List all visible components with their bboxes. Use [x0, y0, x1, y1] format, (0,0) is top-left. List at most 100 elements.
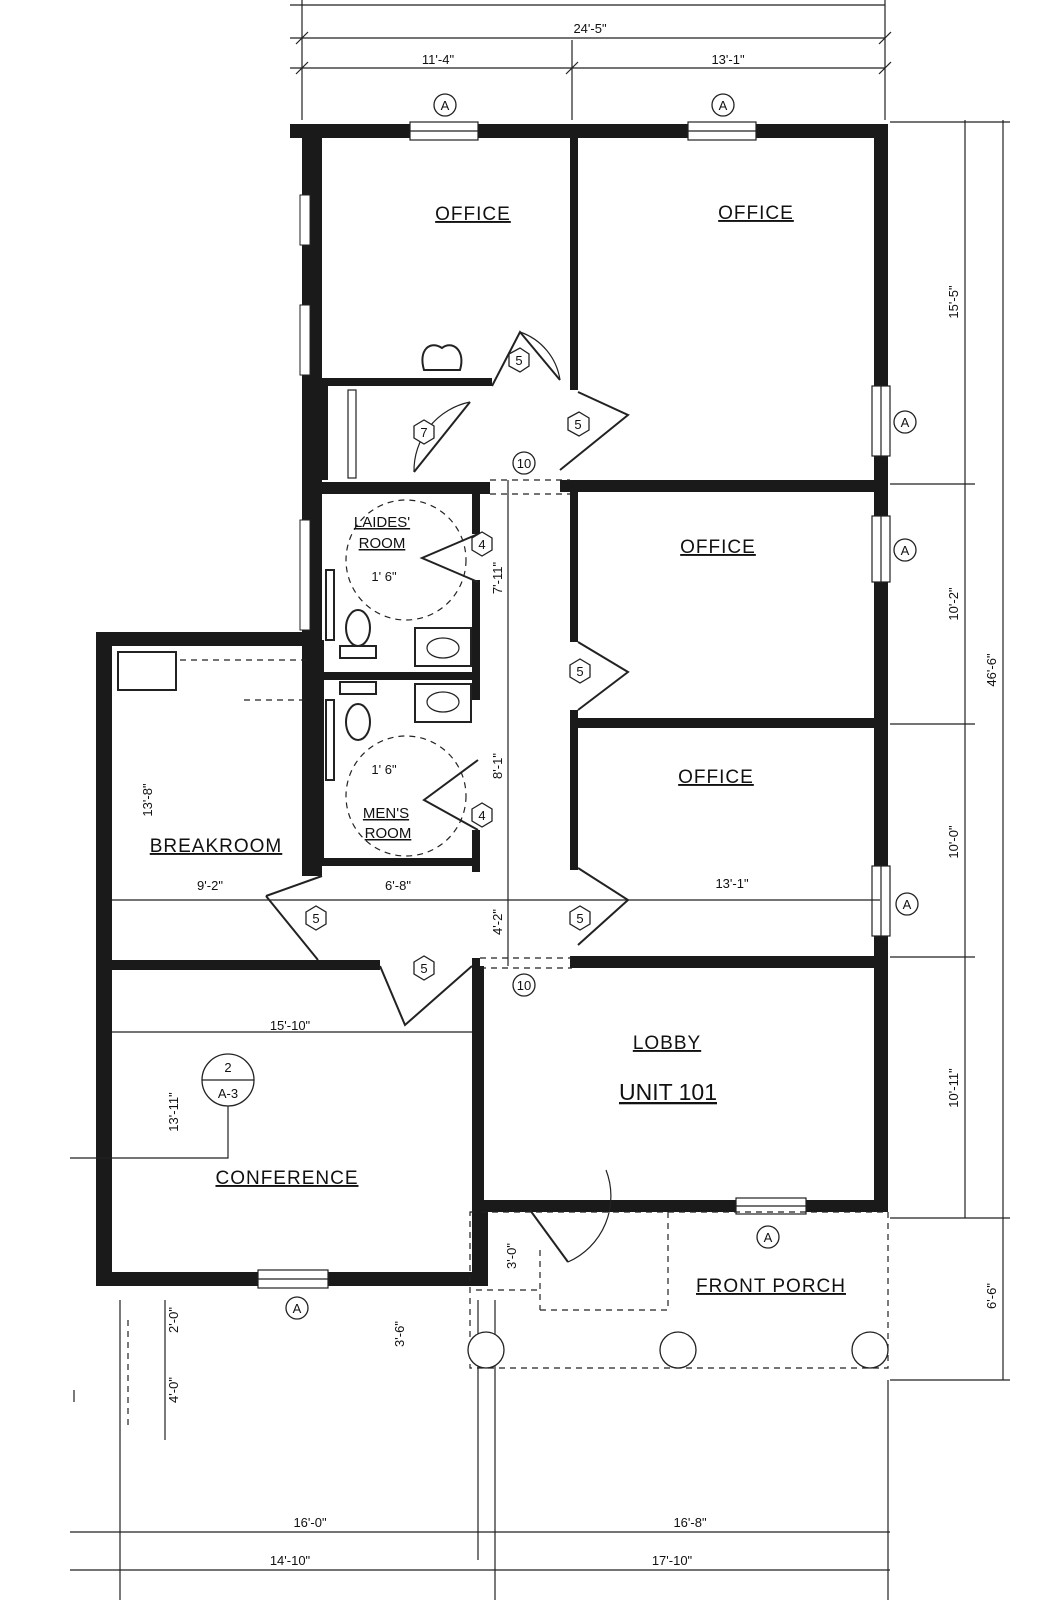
dim-breakroom-h: 13'-8"	[140, 783, 155, 817]
svg-text:7: 7	[420, 425, 427, 440]
toilet-tank-icon	[339, 681, 377, 695]
svg-text:A: A	[764, 1230, 773, 1245]
turning-circle	[345, 735, 467, 857]
svg-text:A: A	[293, 1301, 302, 1316]
dim-porch-door: 3'-0"	[504, 1243, 519, 1269]
section-number: 2	[224, 1060, 231, 1075]
toilet-icon	[345, 703, 371, 741]
window-tags: A A A A A A A	[285, 93, 919, 1320]
dim-right-4: 10'-11"	[946, 1068, 961, 1108]
door-tag-icon: 5	[508, 347, 530, 373]
dim-hall-1: 7'-11"	[490, 562, 505, 595]
dim-right-1: 15'-5"	[946, 285, 961, 319]
window-tag-icon: A	[433, 93, 457, 117]
dim-bottom-right-1: 16'-8"	[673, 1515, 707, 1530]
dim-top-overall: 24'-5"	[573, 21, 607, 36]
dim-right-5: 6'-6"	[984, 1283, 999, 1309]
dim-hall-3: 4'-2"	[490, 909, 505, 935]
right-dimensions: 15'-5" 10'-2" 10'-0" 10'-11" 46'-6" 6'-6…	[890, 120, 1010, 1381]
svg-text:A: A	[719, 98, 728, 113]
window-tag-icon: A	[756, 1225, 780, 1249]
sink-icon	[414, 627, 472, 667]
dim-breakroom-w: 9'-2"	[197, 878, 223, 893]
room-label-office-1: OFFICE	[435, 204, 511, 225]
dim-right-overall: 46'-6"	[984, 653, 999, 687]
svg-text:A: A	[901, 415, 910, 430]
porch-column-icon	[851, 1331, 889, 1369]
door-tag-icon: 5	[413, 955, 435, 981]
restroom-fixtures	[117, 344, 472, 857]
svg-text:5: 5	[312, 911, 319, 926]
svg-text:5: 5	[515, 353, 522, 368]
room-label-breakroom: BREAKROOM	[150, 836, 283, 857]
window-tag-icon: A	[893, 538, 917, 562]
room-label-office-4: OFFICE	[678, 767, 754, 788]
dim-hall-2: 8'-1"	[490, 753, 505, 779]
dim-porch-depth: 3'-6"	[392, 1321, 407, 1347]
dim-conference-h: 13'-11"	[166, 1092, 181, 1132]
room-label-office-3: OFFICE	[680, 537, 756, 558]
room-label-ladies-2: ROOM	[359, 535, 406, 552]
svg-text:10: 10	[517, 456, 531, 471]
interior-dimensions: 1' 6" 1' 6" 7'-11" 8'-1" 4'-2" 13'-8" 9'…	[112, 562, 880, 1347]
window-tag-icon: A	[711, 93, 735, 117]
room-label-mens-2: ROOM	[365, 825, 412, 842]
door-tag-icon: 7	[413, 419, 435, 445]
dim-bottom-left-2: 14'-10"	[270, 1553, 311, 1568]
dim-mens-clear: 1' 6"	[371, 762, 397, 777]
dim-left-4: 4'-0"	[166, 1377, 181, 1403]
svg-text:5: 5	[576, 664, 583, 679]
svg-text:5: 5	[420, 961, 427, 976]
porch-column-icon	[467, 1331, 505, 1369]
porch-column-icon	[659, 1331, 697, 1369]
turning-circle	[345, 499, 467, 621]
dim-conference-w: 15'-10"	[270, 1018, 311, 1033]
room-label-lobby: LOBBY	[633, 1033, 701, 1054]
grab-bar-icon	[325, 569, 335, 641]
section-callout: 2 A-3	[70, 1053, 255, 1159]
room-label-mens-1: MEN'S	[363, 805, 409, 822]
exterior-walls	[96, 124, 888, 1286]
room-label-office-2: OFFICE	[718, 203, 794, 224]
dim-bottom-left-1: 16'-0"	[293, 1515, 327, 1530]
door-tag-icon: 5	[569, 658, 591, 684]
room-labels: OFFICE OFFICE OFFICE OFFICE LAIDES' ROOM…	[150, 203, 846, 1297]
door-tag-icon: 5	[305, 905, 327, 931]
dim-right-3: 10'-0"	[946, 825, 961, 859]
room-label-ladies-1: LAIDES'	[354, 514, 410, 531]
toilet-icon	[345, 609, 371, 647]
svg-text:10: 10	[517, 978, 531, 993]
kitchen-sink-icon	[117, 651, 177, 691]
svg-text:4: 4	[478, 537, 485, 552]
top-dimensions: 24'-5" 11'-4" 13'-1"	[290, 0, 892, 120]
window-tag-icon: A	[893, 410, 917, 434]
door-tag-icon: 4	[471, 802, 493, 828]
front-porch	[467, 1211, 889, 1369]
svg-text:A: A	[901, 543, 910, 558]
dim-office4-w: 13'-1"	[715, 876, 749, 891]
windows	[257, 121, 891, 1289]
door-tag-icon: 10	[512, 973, 536, 997]
room-label-front-porch: FRONT PORCH	[696, 1276, 846, 1297]
toilet-tank-icon	[339, 645, 377, 659]
door-tag-icon: 5	[567, 411, 590, 437]
door-tag-icon: 5	[569, 905, 591, 931]
dim-top-right: 13'-1"	[711, 52, 745, 67]
dim-bottom-right-2: 17'-10"	[652, 1553, 693, 1568]
dim-restroom-w: 6'-8"	[385, 878, 411, 893]
door-tag-icon: 10	[512, 451, 536, 475]
room-label-conference: CONFERENCE	[215, 1168, 358, 1189]
window-tag-icon: A	[895, 892, 919, 916]
dim-ladies-clear: 1' 6"	[371, 569, 397, 584]
window-tag-icon: A	[285, 1296, 309, 1320]
svg-text:5: 5	[576, 911, 583, 926]
grab-bar-icon	[325, 699, 335, 781]
dim-right-2: 10'-2"	[946, 587, 961, 621]
dim-left-2: 2'-0"	[166, 1307, 181, 1333]
unit-number: UNIT 101	[619, 1079, 717, 1105]
sink-icon	[421, 344, 463, 371]
svg-text:A: A	[441, 98, 450, 113]
section-sheet: A-3	[218, 1086, 238, 1101]
svg-text:5: 5	[574, 417, 581, 432]
